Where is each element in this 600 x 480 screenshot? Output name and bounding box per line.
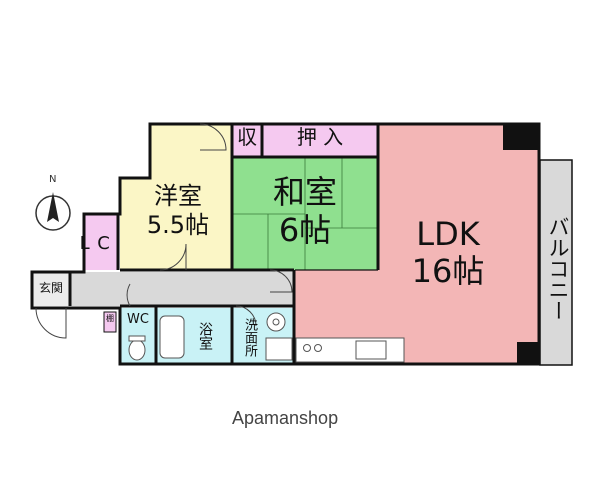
toilet-tank bbox=[128, 335, 146, 342]
closet-label: C L bbox=[74, 232, 114, 254]
oshiire-closet bbox=[262, 124, 378, 157]
washitsu-size: 6帖 bbox=[278, 211, 332, 249]
cl-closet bbox=[84, 214, 118, 270]
kitchen-counter bbox=[295, 337, 405, 363]
door-swings bbox=[35, 123, 293, 339]
ldk-name: LDK bbox=[416, 215, 480, 253]
brand-logo: Apamanshop bbox=[232, 408, 339, 428]
ldk-size: 16帖 bbox=[411, 252, 485, 290]
toilet bbox=[128, 339, 146, 361]
stove-burner bbox=[303, 344, 311, 352]
column bbox=[503, 124, 539, 150]
compass-label: N bbox=[49, 174, 57, 185]
corridor bbox=[32, 272, 294, 306]
bathtub bbox=[159, 315, 185, 359]
yoshitsu-name: 洋室 bbox=[154, 182, 202, 210]
wc-label: WC bbox=[127, 312, 149, 327]
bath-label: 浴室 bbox=[197, 322, 213, 350]
wash-basin-drain bbox=[272, 318, 280, 326]
genkan-label: 玄関 bbox=[38, 281, 63, 295]
washroom-label: 洗面所 bbox=[242, 317, 257, 357]
yoshitsu-size: 5.5帖 bbox=[146, 211, 210, 239]
shuno-closet bbox=[232, 124, 262, 157]
tatami-lines bbox=[232, 158, 378, 270]
genkan-floor bbox=[32, 272, 70, 306]
washing-machine-pan bbox=[265, 337, 293, 361]
column bbox=[517, 342, 539, 364]
kitchen-sink bbox=[355, 340, 387, 360]
yoshitsu-room-lower bbox=[120, 178, 232, 270]
shuno-label: 収 bbox=[237, 125, 257, 149]
shoe-shelf bbox=[103, 311, 117, 333]
compass-north-icon bbox=[35, 192, 71, 231]
washitsu-name: 和室 bbox=[272, 173, 337, 211]
balcony-label: バルコニー bbox=[546, 215, 570, 321]
stove-burner bbox=[314, 344, 322, 352]
wash-basin bbox=[266, 312, 286, 332]
walls bbox=[30, 122, 541, 366]
shoe-shelf-label: 棚 bbox=[106, 314, 114, 323]
oshiire-label: 押 入 bbox=[296, 125, 344, 149]
